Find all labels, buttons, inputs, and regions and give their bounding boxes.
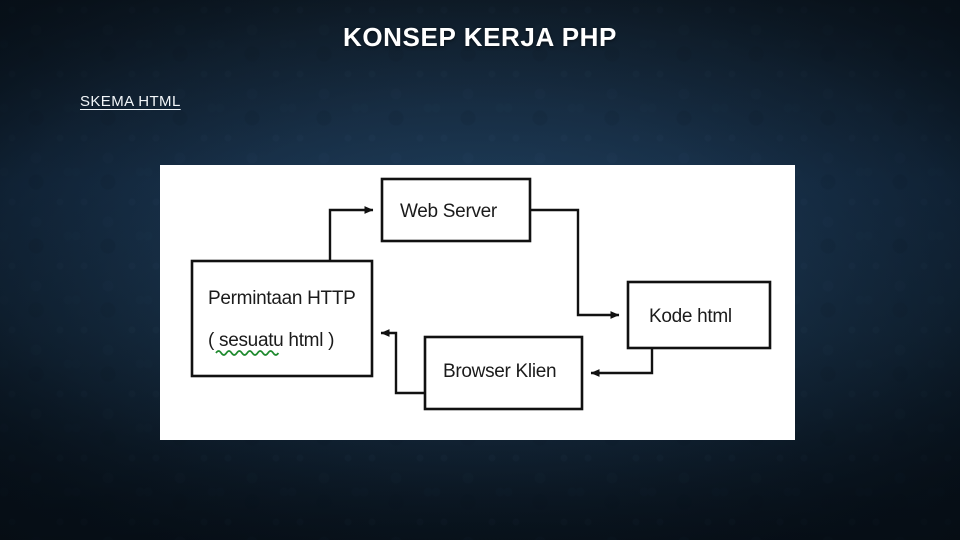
flowchart-node-kode-html-label: Kode html: [649, 306, 732, 327]
edge-browser-to-permintaan: [380, 329, 425, 395]
edge-webserver-to-kodehtml: [530, 208, 620, 319]
edge-kodehtml-to-browser: [590, 348, 654, 377]
page-title: KONSEP KERJA PHP: [342, 22, 617, 52]
edge-permintaan-to-webserver: [328, 206, 374, 261]
diagram-panel: Web Server Permintaan HTTP ( sesuatu htm…: [160, 165, 795, 440]
flowchart-node-kode-html[interactable]: Kode html: [626, 280, 772, 350]
flowchart-node-browser-klien-label: Browser Klien: [443, 361, 556, 382]
flowchart-node-browser-klien[interactable]: Browser Klien: [423, 335, 584, 411]
flowchart-diagram: Web Server Permintaan HTTP ( sesuatu htm…: [190, 177, 772, 411]
flowchart-node-web-server-label: Web Server: [400, 201, 498, 222]
flowchart-node-permintaan-http[interactable]: Permintaan HTTP ( sesuatu html ): [190, 259, 374, 378]
flowchart-node-permintaan-http-label-line1: Permintaan HTTP: [208, 288, 356, 309]
flowchart-node-web-server[interactable]: Web Server: [380, 177, 532, 243]
flowchart-node-permintaan-http-label-line2: ( sesuatu html ): [208, 330, 334, 351]
slide-subtitle: SKEMA HTML: [80, 93, 181, 110]
spellcheck-squiggle-underline: [215, 350, 280, 356]
